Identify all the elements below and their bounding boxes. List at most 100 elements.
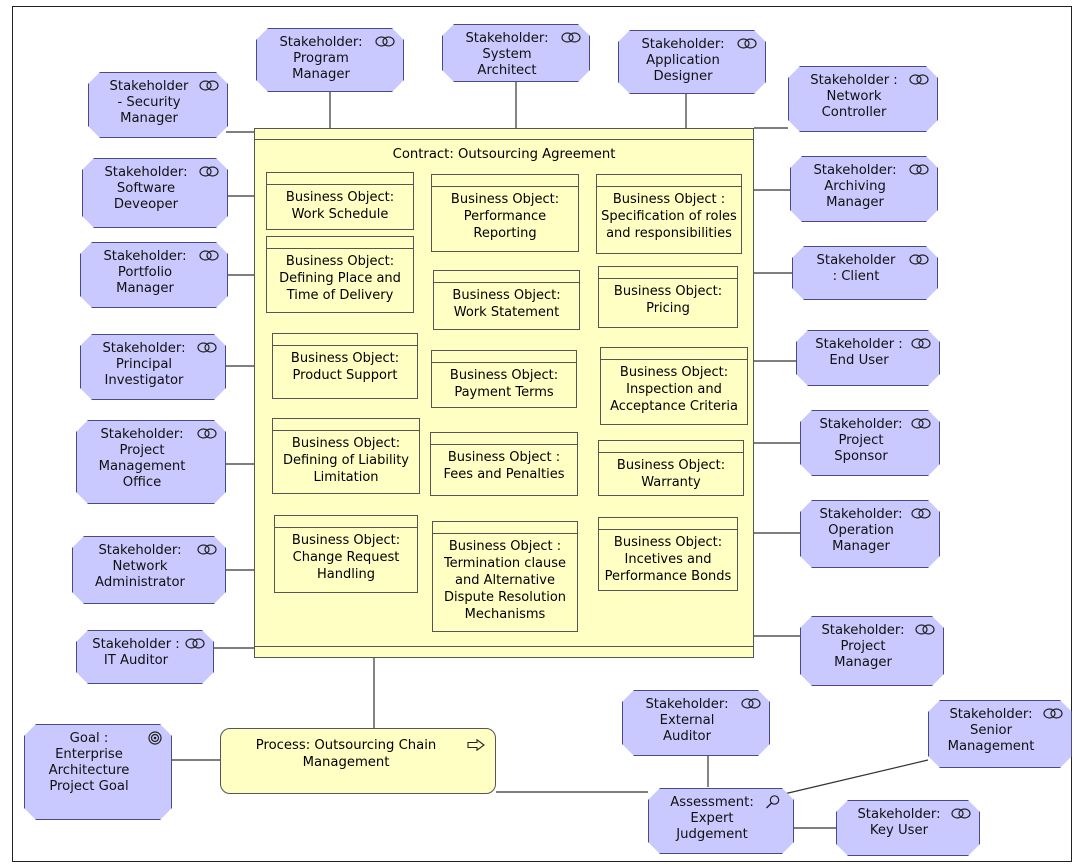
stakeholder-label: Stakeholder: Project Manager xyxy=(821,623,905,670)
stakeholder-label: Stakeholder: Software Deveoper xyxy=(104,165,188,212)
stakeholder-network-administrator[interactable]: Stakeholder: Network Administrator xyxy=(72,536,226,604)
role-icon xyxy=(915,624,935,635)
contract-top-bar xyxy=(255,139,753,140)
stakeholder-external-auditor[interactable]: Stakeholder: External Auditor xyxy=(622,690,770,756)
bo-fees-penalties[interactable]: Business Object : Fees and Penalties xyxy=(430,432,578,496)
bo-label: Business Object : Termination clause and… xyxy=(443,539,567,622)
bo-work-statement[interactable]: Business Object: Work Statement xyxy=(433,270,580,330)
bo-termination-clause[interactable]: Business Object : Termination clause and… xyxy=(432,521,578,632)
stakeholder-key-user[interactable]: Stakeholder: Key User xyxy=(836,800,980,856)
role-icon xyxy=(185,638,205,649)
stakeholder-label: Stakeholder: Portfolio Manager xyxy=(103,249,187,296)
stakeholder-end-user[interactable]: Stakeholder : End User xyxy=(796,330,940,386)
stakeholder-label: Stakeholder: Program Manager xyxy=(279,35,363,82)
role-icon xyxy=(199,166,219,177)
stakeholder-program-manager[interactable]: Stakeholder: Program Manager xyxy=(256,28,404,92)
stakeholder-client[interactable]: Stakeholder : Client xyxy=(792,246,938,300)
role-icon xyxy=(197,342,217,353)
stakeholder-network-controller[interactable]: Stakeholder : Network Controller xyxy=(788,66,938,132)
stakeholder-label: Stakeholder: Principal Investigator xyxy=(102,341,186,388)
bo-label: Business Object: Defining Place and Time… xyxy=(279,254,401,303)
stakeholder-senior-management[interactable]: Stakeholder: Senior Management xyxy=(928,700,1072,768)
bo-work-schedule[interactable]: Business Object: Work Schedule xyxy=(266,172,414,230)
stakeholder-label: Stakeholder - Security Manager xyxy=(109,79,189,126)
stakeholder-portfolio-manager[interactable]: Stakeholder: Portfolio Manager xyxy=(80,242,228,308)
stakeholder-label: Stakeholder : Network Controller xyxy=(810,73,898,120)
role-icon xyxy=(741,698,761,709)
stakeholder-label: Stakeholder : IT Auditor xyxy=(92,637,180,668)
bo-label: Business Object: Work Statement xyxy=(452,288,561,320)
bo-label: Business Object: Pricing xyxy=(613,284,723,316)
bo-label: Business Object: Defining of Liability L… xyxy=(282,436,410,485)
bo-change-request-handling[interactable]: Business Object: Change Request Handling xyxy=(274,515,418,593)
role-icon xyxy=(911,508,931,519)
bo-label: Business Object : Fees and Penalties xyxy=(443,450,565,482)
arrow-right-icon xyxy=(467,739,485,751)
stakeholder-label: Stakeholder: Operation Manager xyxy=(819,507,903,554)
role-icon xyxy=(909,74,929,85)
bo-label: Business Object : Specification of roles… xyxy=(601,192,737,241)
bo-liability-limitation[interactable]: Business Object: Defining of Liability L… xyxy=(272,418,420,494)
stakeholder-project-management-office[interactable]: Stakeholder: Project Management Office xyxy=(76,420,226,504)
contract-bottom-bar xyxy=(255,646,753,647)
role-icon xyxy=(197,428,217,439)
stakeholder-label: Stakeholder: Application Designer xyxy=(641,37,725,84)
stakeholder-label: Stakeholder: Project Sponsor xyxy=(819,417,903,464)
stakeholder-it-auditor[interactable]: Stakeholder : IT Auditor xyxy=(76,630,214,684)
bo-label: Business Object: Incetives and Performan… xyxy=(604,535,732,584)
bo-incentives-bonds[interactable]: Business Object: Incetives and Performan… xyxy=(598,517,738,591)
role-icon xyxy=(1043,708,1063,719)
bo-payment-terms[interactable]: Business Object: Payment Terms xyxy=(431,350,577,408)
stakeholder-security-manager[interactable]: Stakeholder - Security Manager xyxy=(88,72,228,138)
bo-place-time-delivery[interactable]: Business Object: Defining Place and Time… xyxy=(266,236,414,313)
role-icon xyxy=(911,418,931,429)
role-icon xyxy=(375,36,395,47)
contract-title: Contract: Outsourcing Agreement xyxy=(392,147,616,162)
stakeholder-label: Stakeholder: Archiving Manager xyxy=(813,163,897,210)
bo-label: Business Object: Warranty xyxy=(616,458,726,490)
stakeholder-project-manager[interactable]: Stakeholder: Project Manager xyxy=(800,616,944,686)
role-icon xyxy=(909,164,929,175)
stakeholder-label: Stakeholder: Senior Management xyxy=(947,707,1035,754)
stakeholder-project-sponsor[interactable]: Stakeholder: Project Sponsor xyxy=(800,410,940,476)
stakeholder-principal-investigator[interactable]: Stakeholder: Principal Investigator xyxy=(80,334,226,400)
role-icon xyxy=(197,544,217,555)
role-icon xyxy=(737,38,757,49)
bo-label: Business Object: Inspection and Acceptan… xyxy=(610,365,738,414)
role-icon xyxy=(199,80,219,91)
stakeholder-archiving-manager[interactable]: Stakeholder: Archiving Manager xyxy=(790,156,938,222)
role-icon xyxy=(561,32,581,43)
assessment-label: Assessment: Expert Judgement xyxy=(670,795,754,842)
bo-label: Business Object: Performance Reporting xyxy=(450,192,560,241)
bo-inspection-acceptance[interactable]: Business Object: Inspection and Acceptan… xyxy=(600,347,748,425)
bo-performance-reporting[interactable]: Business Object: Performance Reporting xyxy=(431,174,579,252)
role-icon xyxy=(911,338,931,349)
role-icon xyxy=(951,808,971,819)
stakeholder-system-architect[interactable]: Stakeholder: System Architect xyxy=(442,24,590,82)
bo-label: Business Object: Product Support xyxy=(290,351,400,383)
process-outsourcing-chain[interactable]: Process: Outsourcing Chain Management xyxy=(220,728,496,794)
bo-roles-responsibilities[interactable]: Business Object : Specification of roles… xyxy=(596,174,742,254)
role-icon xyxy=(909,254,929,265)
stakeholder-label: Stakeholder: Project Management Office xyxy=(98,427,186,490)
goal-label: Goal : Enterprise Architecture Project G… xyxy=(48,731,130,794)
stakeholder-label: Stakeholder: Key User xyxy=(857,807,941,838)
assessment-expert-judgement[interactable]: Assessment: Expert Judgement xyxy=(648,788,794,854)
stakeholder-label: Stakeholder: External Auditor xyxy=(645,697,729,744)
bo-warranty[interactable]: Business Object: Warranty xyxy=(598,440,744,496)
stakeholder-label: Stakeholder : End User xyxy=(815,337,903,368)
bo-product-support[interactable]: Business Object: Product Support xyxy=(272,333,418,399)
stakeholder-label: Stakeholder : Client xyxy=(816,253,896,284)
bo-label: Business Object: Change Request Handling xyxy=(291,533,401,582)
goal-enterprise-architecture[interactable]: Goal : Enterprise Architecture Project G… xyxy=(24,724,172,820)
stakeholder-application-designer[interactable]: Stakeholder: Application Designer xyxy=(618,30,766,94)
target-icon xyxy=(148,731,162,745)
stakeholder-operation-manager[interactable]: Stakeholder: Operation Manager xyxy=(800,500,940,568)
bo-label: Business Object: Payment Terms xyxy=(449,368,559,400)
bo-pricing[interactable]: Business Object: Pricing xyxy=(598,266,738,328)
stakeholder-label: Stakeholder: Network Administrator xyxy=(95,543,185,590)
bo-label: Business Object: Work Schedule xyxy=(285,190,395,222)
stakeholder-software-developer[interactable]: Stakeholder: Software Deveoper xyxy=(82,158,228,228)
role-icon xyxy=(199,250,219,261)
stakeholder-label: Stakeholder: System Architect xyxy=(465,31,549,78)
